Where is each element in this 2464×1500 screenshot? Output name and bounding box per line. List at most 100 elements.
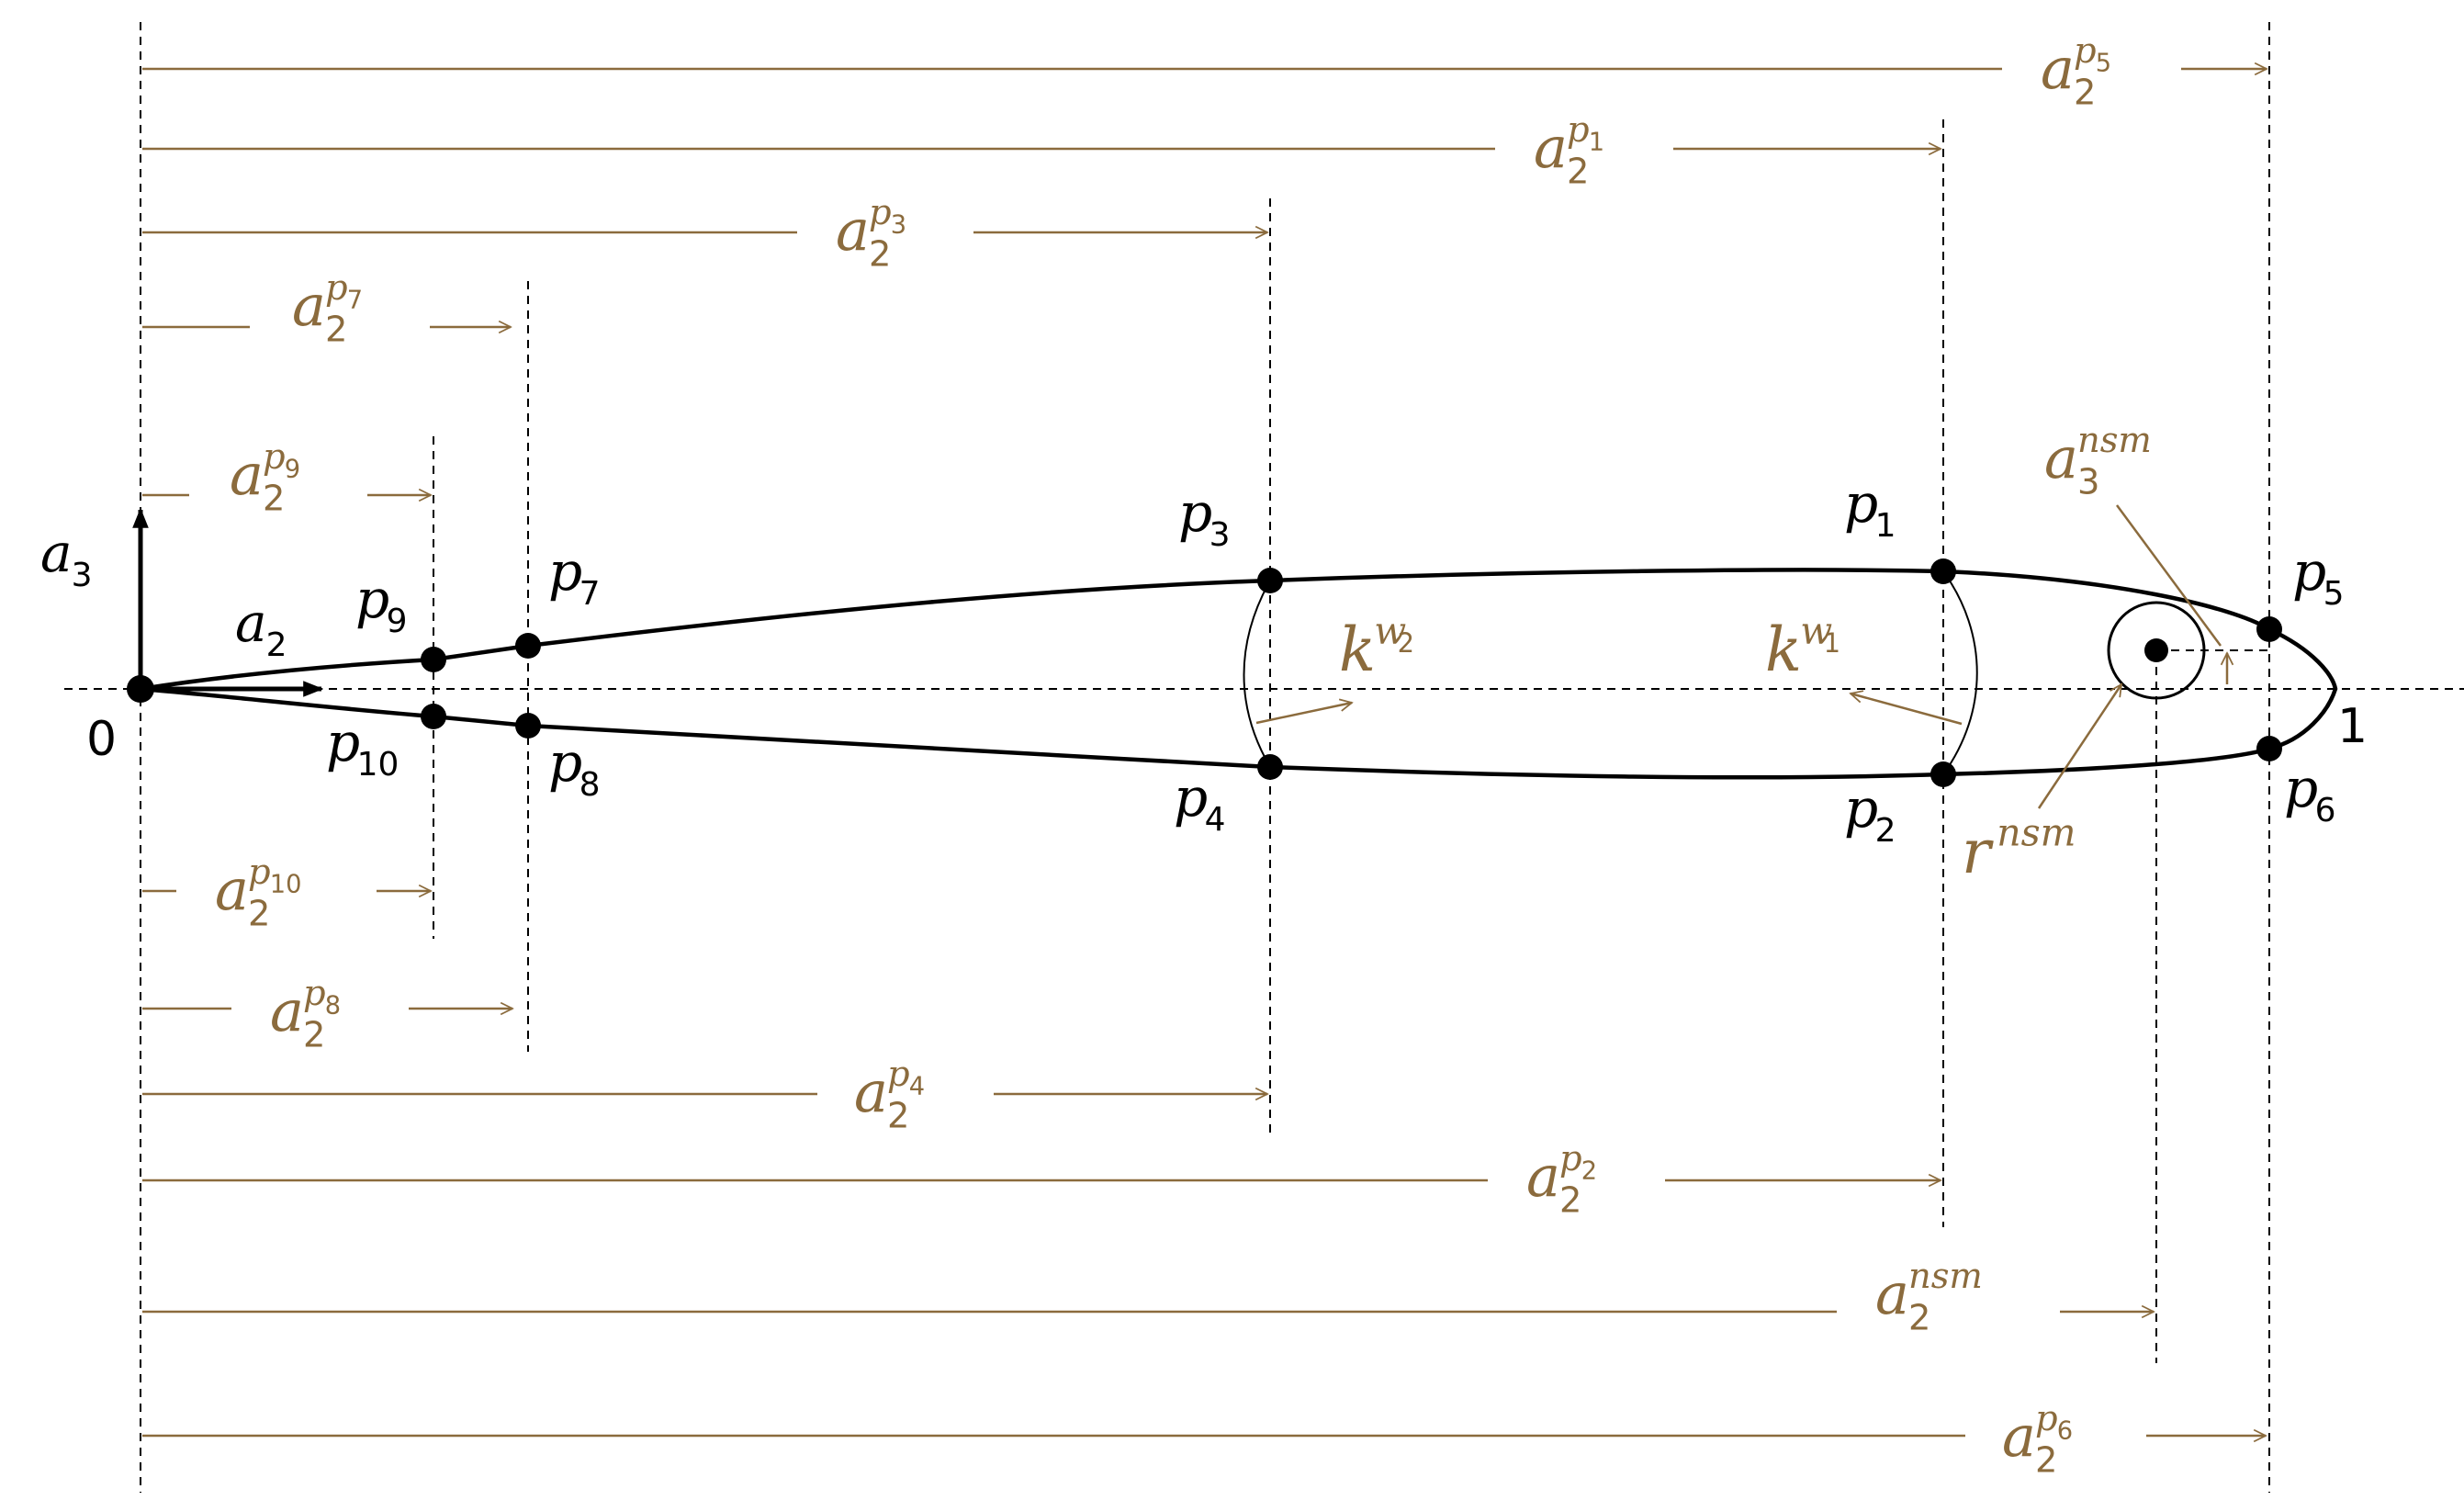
dim-label-a2-p3-superscript-subscript: 3 bbox=[891, 210, 906, 239]
nsm-radius-label-base: r bbox=[1962, 817, 1994, 887]
point-p8 bbox=[515, 713, 541, 739]
point-p1 bbox=[1930, 558, 1956, 584]
dim-label-a2-p9-superscript: p bbox=[263, 436, 286, 478]
point-label-p4-subscript: 4 bbox=[1205, 801, 1226, 839]
axis-label-a3-subscript: 3 bbox=[72, 557, 93, 594]
dim-label-a2-p8-superscript: p bbox=[303, 973, 326, 1014]
dim-label-a2-p5-subscript: 2 bbox=[2074, 72, 2096, 113]
point-label-p2: p2 bbox=[1844, 777, 1896, 850]
point-p6 bbox=[2256, 736, 2282, 761]
point-p7 bbox=[515, 633, 541, 659]
web-label-k-w1-superscript: w bbox=[1800, 608, 1832, 652]
r-nsm-leader bbox=[2037, 684, 2121, 809]
point-label-p5-base: p bbox=[2292, 540, 2326, 603]
point-label-p7: p7 bbox=[548, 540, 601, 613]
dim-label-a2-p5-superscript: p bbox=[2074, 30, 2097, 72]
dim-label-a2-p2-superscript: p bbox=[1559, 1138, 1582, 1179]
dim-label-a2-p10-superscript: p bbox=[248, 852, 271, 893]
axis-label-a3-base: a bbox=[40, 522, 73, 584]
point-p10 bbox=[421, 704, 446, 729]
dim-label-a2-p1-superscript-subscript: 1 bbox=[1589, 128, 1604, 156]
dimension-arrows bbox=[142, 69, 2267, 1436]
dim-label-a2-p5-base: a bbox=[2041, 35, 2075, 102]
point-label-p4-base: p bbox=[1174, 766, 1208, 829]
dim-label-a2-p9-base: a bbox=[230, 441, 264, 508]
point-label-p7-base: p bbox=[548, 540, 582, 603]
axis-label-a2-subscript: 2 bbox=[266, 626, 287, 664]
point-p3 bbox=[1257, 568, 1283, 593]
point-label-p3-base: p bbox=[1178, 481, 1212, 544]
dim-label-a2-p3-subscript: 2 bbox=[869, 233, 891, 275]
dim-label-a2-p1-superscript: p bbox=[1567, 109, 1590, 151]
axis-label-a2-base: a bbox=[235, 592, 267, 654]
dim-label-a2-nsm-subscript: 2 bbox=[1908, 1297, 1930, 1338]
point-label-p4: p4 bbox=[1174, 766, 1226, 839]
dim-label-a2-p10-subscript: 2 bbox=[248, 893, 270, 934]
point-label-p3-subscript: 3 bbox=[1209, 516, 1231, 554]
dim-label-a2-p2-subscript: 2 bbox=[1559, 1179, 1581, 1221]
point-label-p9-base: p bbox=[355, 568, 389, 630]
dim-label-a2-p1-base: a bbox=[1534, 114, 1568, 181]
nsm-radius-label-superscript: nsm bbox=[1997, 810, 2076, 854]
a3-nsm-leader bbox=[2115, 504, 2222, 647]
dim-label-a2-p7-subscript: 2 bbox=[325, 309, 347, 350]
origin-point bbox=[127, 675, 154, 703]
point-label-p7-subscript: 7 bbox=[579, 575, 601, 613]
point-label-p1: p1 bbox=[1844, 472, 1896, 545]
point-p5 bbox=[2256, 616, 2282, 642]
web-arcs bbox=[1243, 570, 1978, 775]
dim-label-a2-p9-superscript-subscript: 9 bbox=[285, 455, 300, 483]
dim-label-a2-p7-superscript: p bbox=[325, 267, 348, 309]
web-label-k-w2-superscript: w bbox=[1374, 608, 1406, 652]
axes bbox=[132, 507, 324, 697]
dim-label-a2-p3-base: a bbox=[836, 197, 870, 264]
dim-label-a2-p4-subscript: 2 bbox=[887, 1095, 909, 1136]
web-label-k-w2-base: k bbox=[1339, 615, 1376, 685]
dim-label-a2-p6-superscript: p bbox=[2035, 1398, 2058, 1439]
dim-label-a2-p8-superscript-subscript: 8 bbox=[325, 991, 341, 1020]
web-2-arc bbox=[1243, 580, 1271, 768]
point-label-p10: p10 bbox=[326, 711, 399, 784]
dim-label-a3-nsm-subscript: 3 bbox=[2077, 461, 2099, 502]
point-label-p1-base: p bbox=[1844, 472, 1878, 535]
dim-label-a2-p2-base: a bbox=[1526, 1143, 1560, 1210]
web-label-k-w1-base: k bbox=[1765, 615, 1802, 685]
point-label-p2-subscript: 2 bbox=[1875, 812, 1896, 850]
point-label-p8-subscript: 8 bbox=[579, 766, 601, 804]
dim-label-a2-nsm-superscript: nsm bbox=[1908, 1256, 1983, 1297]
point-label-p1-subscript: 1 bbox=[1875, 507, 1896, 545]
point-label-p5: p5 bbox=[2292, 540, 2345, 613]
point-label-p6-base: p bbox=[2284, 757, 2318, 819]
dim-label-a2-p7-superscript-subscript: 7 bbox=[347, 286, 363, 314]
dim-label-a2-p6-subscript: 2 bbox=[2035, 1439, 2057, 1481]
point-label-p5-subscript: 5 bbox=[2323, 575, 2345, 613]
dim-label-a2-p1-subscript: 2 bbox=[1567, 151, 1589, 192]
point-label-p6: p6 bbox=[2284, 757, 2336, 829]
nsm-circle bbox=[2107, 601, 2206, 700]
dim-label-a2-p10-superscript-subscript: 10 bbox=[270, 870, 302, 898]
web-label-k-w2-superscript-subscript: 2 bbox=[1398, 627, 1414, 659]
point-label-p9-subscript: 9 bbox=[387, 603, 408, 640]
dim-label-a3-nsm-superscript: nsm bbox=[2077, 420, 2152, 461]
web-label-k-w2: kw2 bbox=[1339, 608, 1414, 685]
k-w2-leader bbox=[1255, 703, 1352, 725]
dim-label-a2-p5-superscript-subscript: 5 bbox=[2096, 49, 2111, 77]
point-p9 bbox=[421, 647, 446, 672]
points bbox=[421, 558, 2282, 787]
dim-label-a2-p3-superscript: p bbox=[869, 192, 892, 233]
dim-label-a2-p4-base: a bbox=[854, 1058, 888, 1125]
origin-label: 0 bbox=[86, 712, 117, 767]
